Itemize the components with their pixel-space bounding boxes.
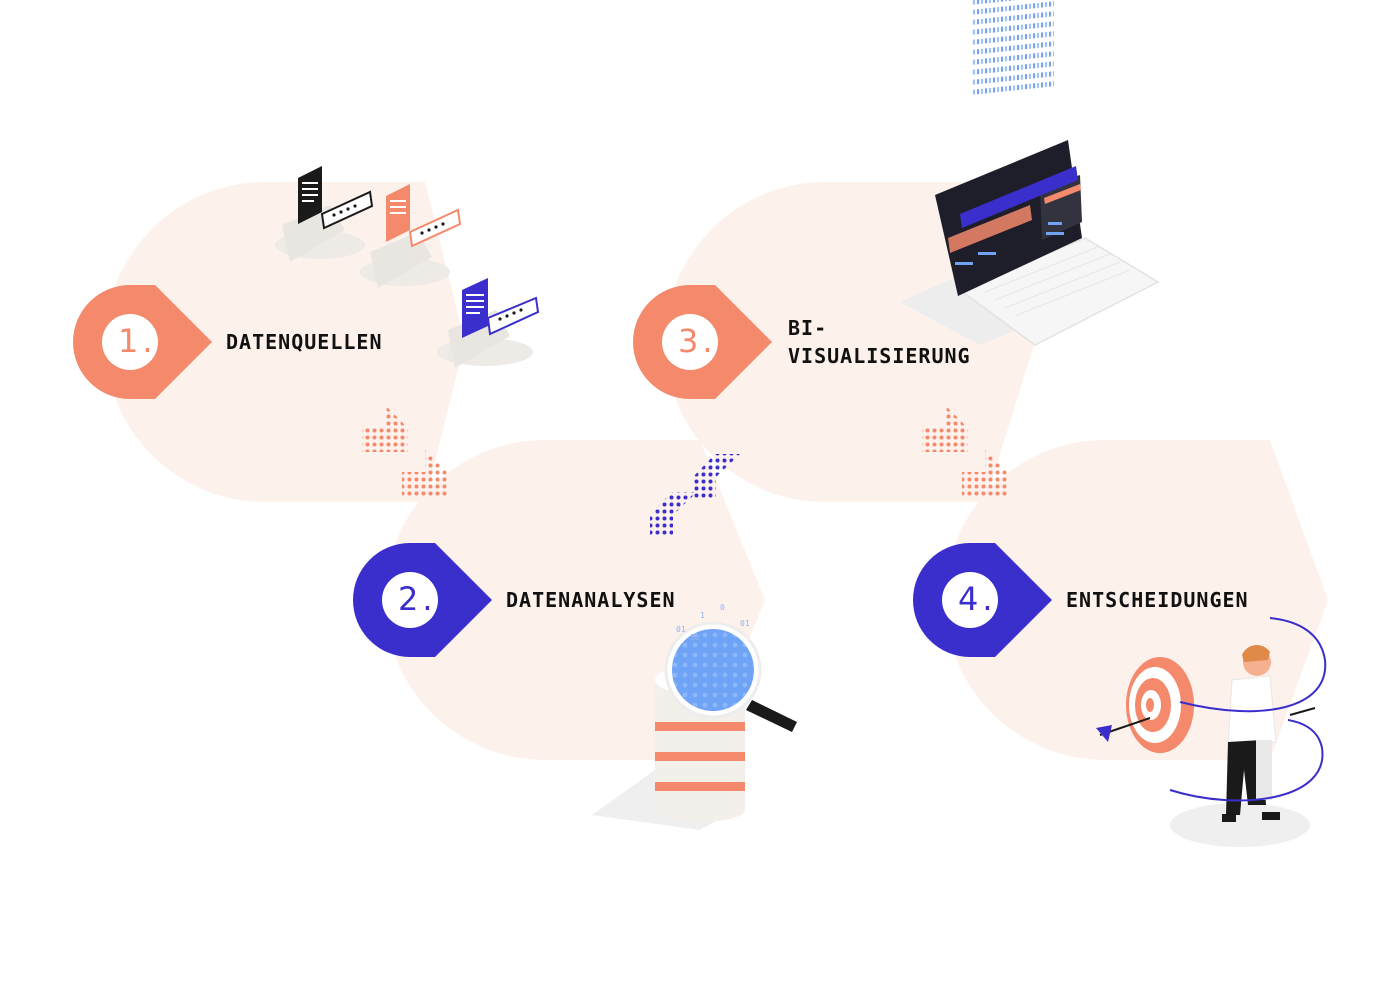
step-3-badge: [633, 285, 772, 399]
arrow-2-to-3: [650, 454, 740, 537]
step-3-label: BI- VISUALISIERUNG: [788, 314, 971, 370]
step-4-label: ENTSCHEIDUNGEN: [1066, 588, 1249, 612]
step-2-badge: [353, 543, 492, 657]
svg-text:01: 01: [740, 619, 750, 628]
svg-text:01: 01: [676, 625, 686, 634]
arrow-3-to-4: [922, 405, 1008, 496]
step-3-number: 3.: [678, 322, 717, 360]
svg-text:10: 10: [690, 633, 700, 642]
step-1-badge: [73, 285, 212, 399]
step-4-badge: [913, 543, 1052, 657]
step-1-label: DATENQUELLEN: [226, 330, 383, 354]
data-source-folders-icon: [275, 166, 540, 368]
svg-text:0: 0: [720, 603, 725, 612]
step-1-number: 1.: [118, 322, 157, 360]
step-4-number: 4.: [958, 580, 997, 618]
step-3-label-line-2: VISUALISIERUNG: [788, 344, 971, 368]
step-3-label-line-1: BI-: [788, 316, 828, 340]
arrow-1-to-2: [362, 405, 448, 496]
decision-target-person-icon: [1096, 617, 1327, 847]
step-2-label: DATENANALYSEN: [506, 588, 676, 612]
svg-text:1: 1: [700, 611, 705, 620]
step-2-number: 2.: [398, 580, 437, 618]
laptop-dashboard-icon: [900, 0, 1160, 346]
